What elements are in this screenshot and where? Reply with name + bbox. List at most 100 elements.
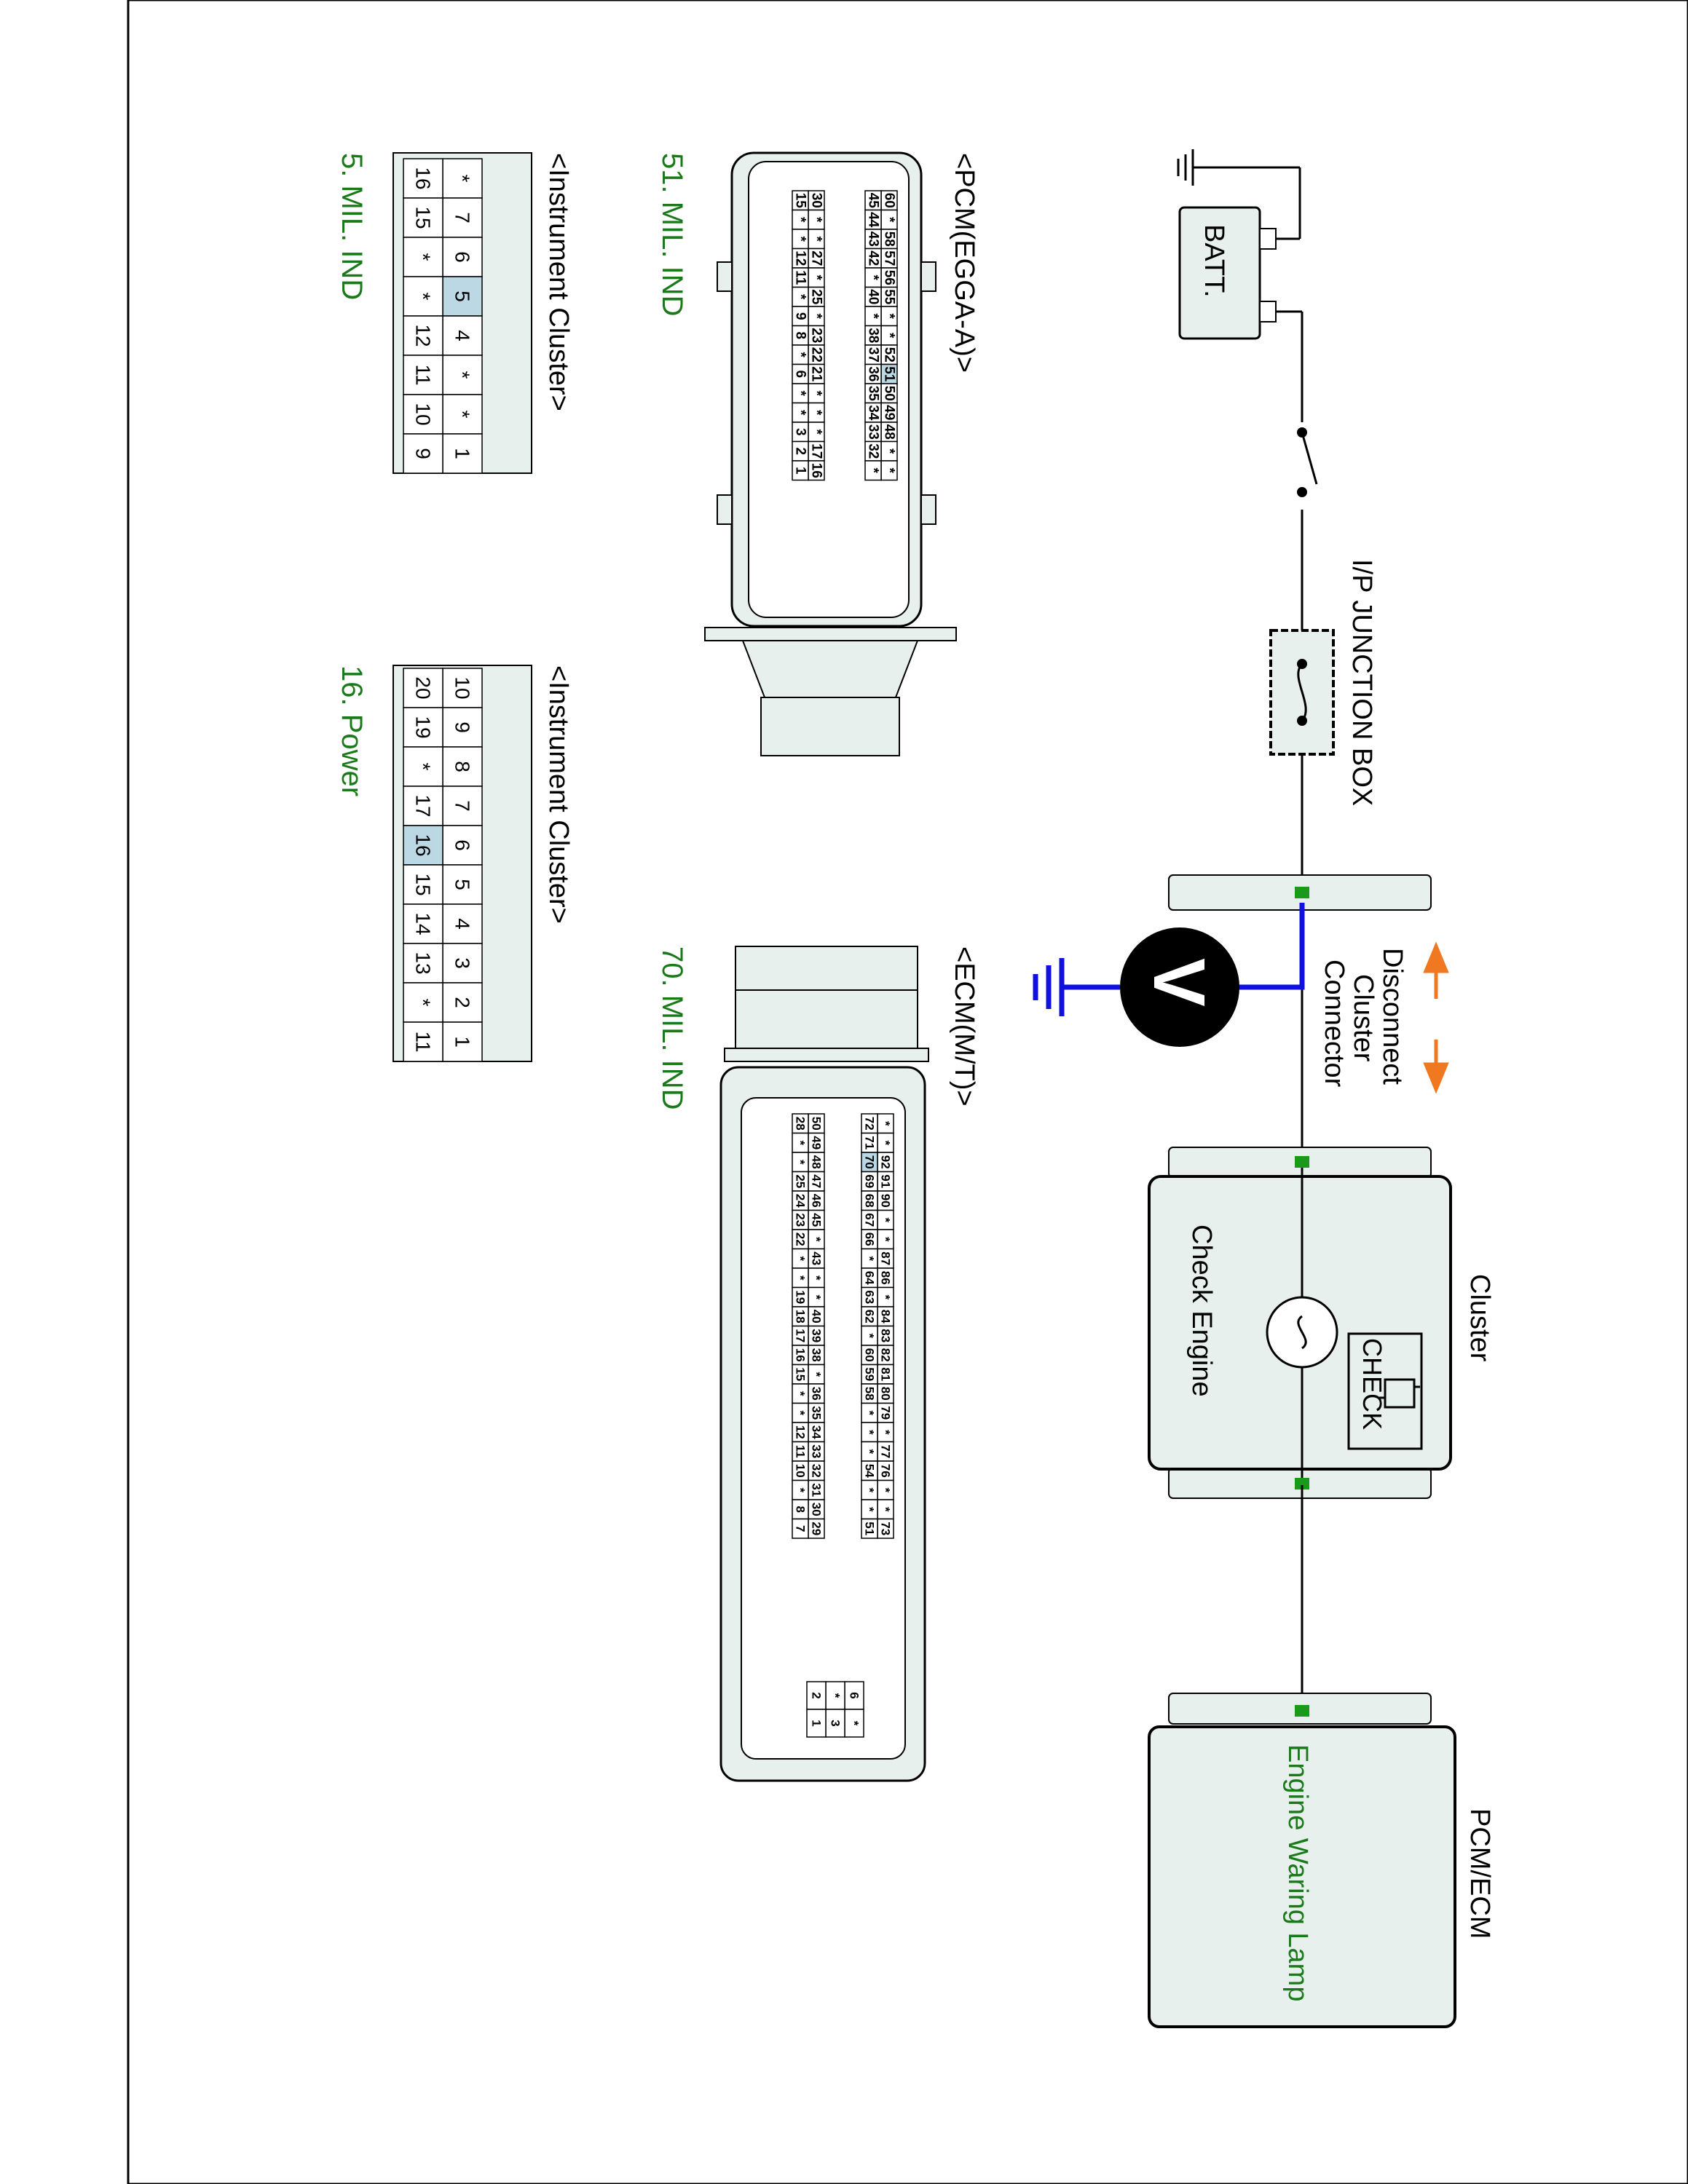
ecm-pin-32: 32 [810,1464,824,1478]
pcm-pin-48: 48 [882,424,897,440]
pcm-pin-star: * [866,468,881,474]
cluster-a-pin-star: * [451,175,474,183]
cluster-b-pin-6: 6 [451,839,474,851]
ecm-pin-28: 28 [794,1117,808,1131]
ecm-pin-90: 90 [879,1194,893,1208]
ignition-switch-icon [1296,422,1318,510]
cluster-b-pin-15: 15 [412,873,435,895]
pcm-pin-25: 25 [809,289,824,305]
ecm-pin-star: * [863,1256,877,1261]
ecm-pin-star: * [794,1275,808,1281]
cluster-b-pin-20: 20 [412,676,435,699]
cluster-b-pin-star-cell [403,746,443,787]
ecm-pin-45: 45 [810,1213,824,1227]
cluster-b-pin-10: 10 [451,676,474,699]
ecm-pin-star: * [794,1391,808,1396]
engine-lamp-label: Engine Waring Lamp [1282,1744,1313,2001]
pcm-pin-34: 34 [866,405,881,421]
ecm-pin-82: 82 [879,1348,893,1362]
ecm-pin-7-cell [792,1518,809,1539]
pcm-pin-17: 17 [809,443,824,459]
cluster-a-pin-star-cell [442,158,483,199]
pcm-pin-33: 33 [866,424,881,440]
cluster-b-pin-3: 3 [451,957,474,969]
separate-arrows-icon [1423,941,1449,1094]
ecm-pin-80: 80 [879,1387,893,1401]
connector-pin-marker [1295,887,1309,898]
ecm-power-pin-2-cell [806,1681,827,1710]
pcm-pin-star: * [882,217,897,223]
pcm-pin-58: 58 [882,232,897,247]
ecm-power-pin-1: 1 [810,1720,824,1726]
ecm-pin-92: 92 [879,1155,893,1169]
ecm-power-pin-3-cell [825,1709,845,1738]
ecm-pin-17: 17 [794,1329,808,1342]
cluster-a-pin-1: 1 [451,448,474,459]
cluster-b-pin-4: 4 [451,918,474,930]
disconnect-line-3: Connector [1319,960,1349,1088]
ecm-pin-77: 77 [879,1444,893,1458]
cluster-b-pin-19: 19 [412,716,435,738]
pcm-pin-43: 43 [866,232,881,247]
cluster-a-pin-9-cell [403,433,443,474]
ecm-pin-49: 49 [810,1136,824,1150]
ecm-pin-star: * [794,1256,808,1261]
pcm-pin-23: 23 [809,328,824,343]
ecm-pin-51: 51 [863,1522,877,1535]
battery-icon: BATT. [1178,206,1277,340]
ecm-pin-star: * [794,1160,808,1165]
pcm-pin-1: 1 [793,467,808,475]
cluster-a-pin-6: 6 [451,251,474,263]
check-label: CHECK [1357,1338,1387,1430]
disconnect-note: Disconnect Cluster Connector [1319,941,1449,1094]
cluster-a-pin-star: * [412,293,435,301]
ecm-pin-star: * [863,1507,877,1512]
cluster-a-pin-10-cell [403,394,443,435]
cluster-b-pin-14: 14 [412,912,435,935]
cluster-a-title: <Instrument Cluster> [543,153,574,411]
ecm-power-pin-3: 3 [829,1720,843,1726]
cluster-b-pin-13-cell [403,943,443,984]
ecm-power-pin-star: * [848,1721,861,1726]
pcm-pin-star: * [809,217,824,223]
ecm-pin-12: 12 [794,1425,808,1439]
pcm-pin-grid: 60*58575655**5251504948**45444342*40*383… [792,190,898,481]
cluster-label: Cluster [1464,1274,1495,1362]
cluster-b-pin-13: 13 [412,951,435,974]
ecm-pin-39: 39 [810,1329,824,1342]
ecm-pin-star: * [879,1487,893,1492]
cluster-a-pin-5-cell [442,276,483,317]
cluster-b-pin-star: * [412,999,435,1007]
voltmeter-label: V [1138,958,1220,1007]
ecm-pin-grid: **929190**8786*848382818079*7776**737271… [792,1113,894,1738]
cluster-a-pin-11-cell [403,355,443,395]
cluster-a-pin-4: 4 [451,330,474,341]
ecm-pin-69: 69 [863,1174,877,1188]
page-border [127,0,1688,2184]
ecm-pin-18: 18 [794,1310,808,1324]
ecm-pin-31: 31 [810,1483,824,1497]
ecm-pin-58: 58 [863,1387,877,1401]
ecm-pin-38: 38 [810,1348,824,1362]
ecm-pin-50: 50 [810,1117,824,1131]
pcm-pin-57: 57 [882,250,897,266]
pcm-connector-title: <PCM(EGGA-A)> [949,153,979,373]
cluster-b-pin-15-cell [403,864,443,905]
ecm-pin-star: * [863,1410,877,1415]
ecm-pin-22: 22 [794,1233,808,1246]
pcm-pin-8: 8 [793,331,808,339]
cluster-a-pin-15: 15 [412,206,435,229]
pcm-pin-star-cell [864,460,882,481]
ecm-pin-70: 70 [863,1155,877,1169]
pcm-pin-star: * [793,294,808,300]
pcm-pin-star: * [793,391,808,397]
pcm-pin-55: 55 [882,289,897,305]
cluster-b-pin-8: 8 [451,761,474,772]
cluster-a-pin-star: * [412,253,435,261]
ecm-pin-87: 87 [879,1251,893,1265]
pcm-pin-11: 11 [793,270,808,285]
ecm-pin-star: * [879,1217,893,1222]
ecm-pin-16: 16 [794,1348,808,1362]
